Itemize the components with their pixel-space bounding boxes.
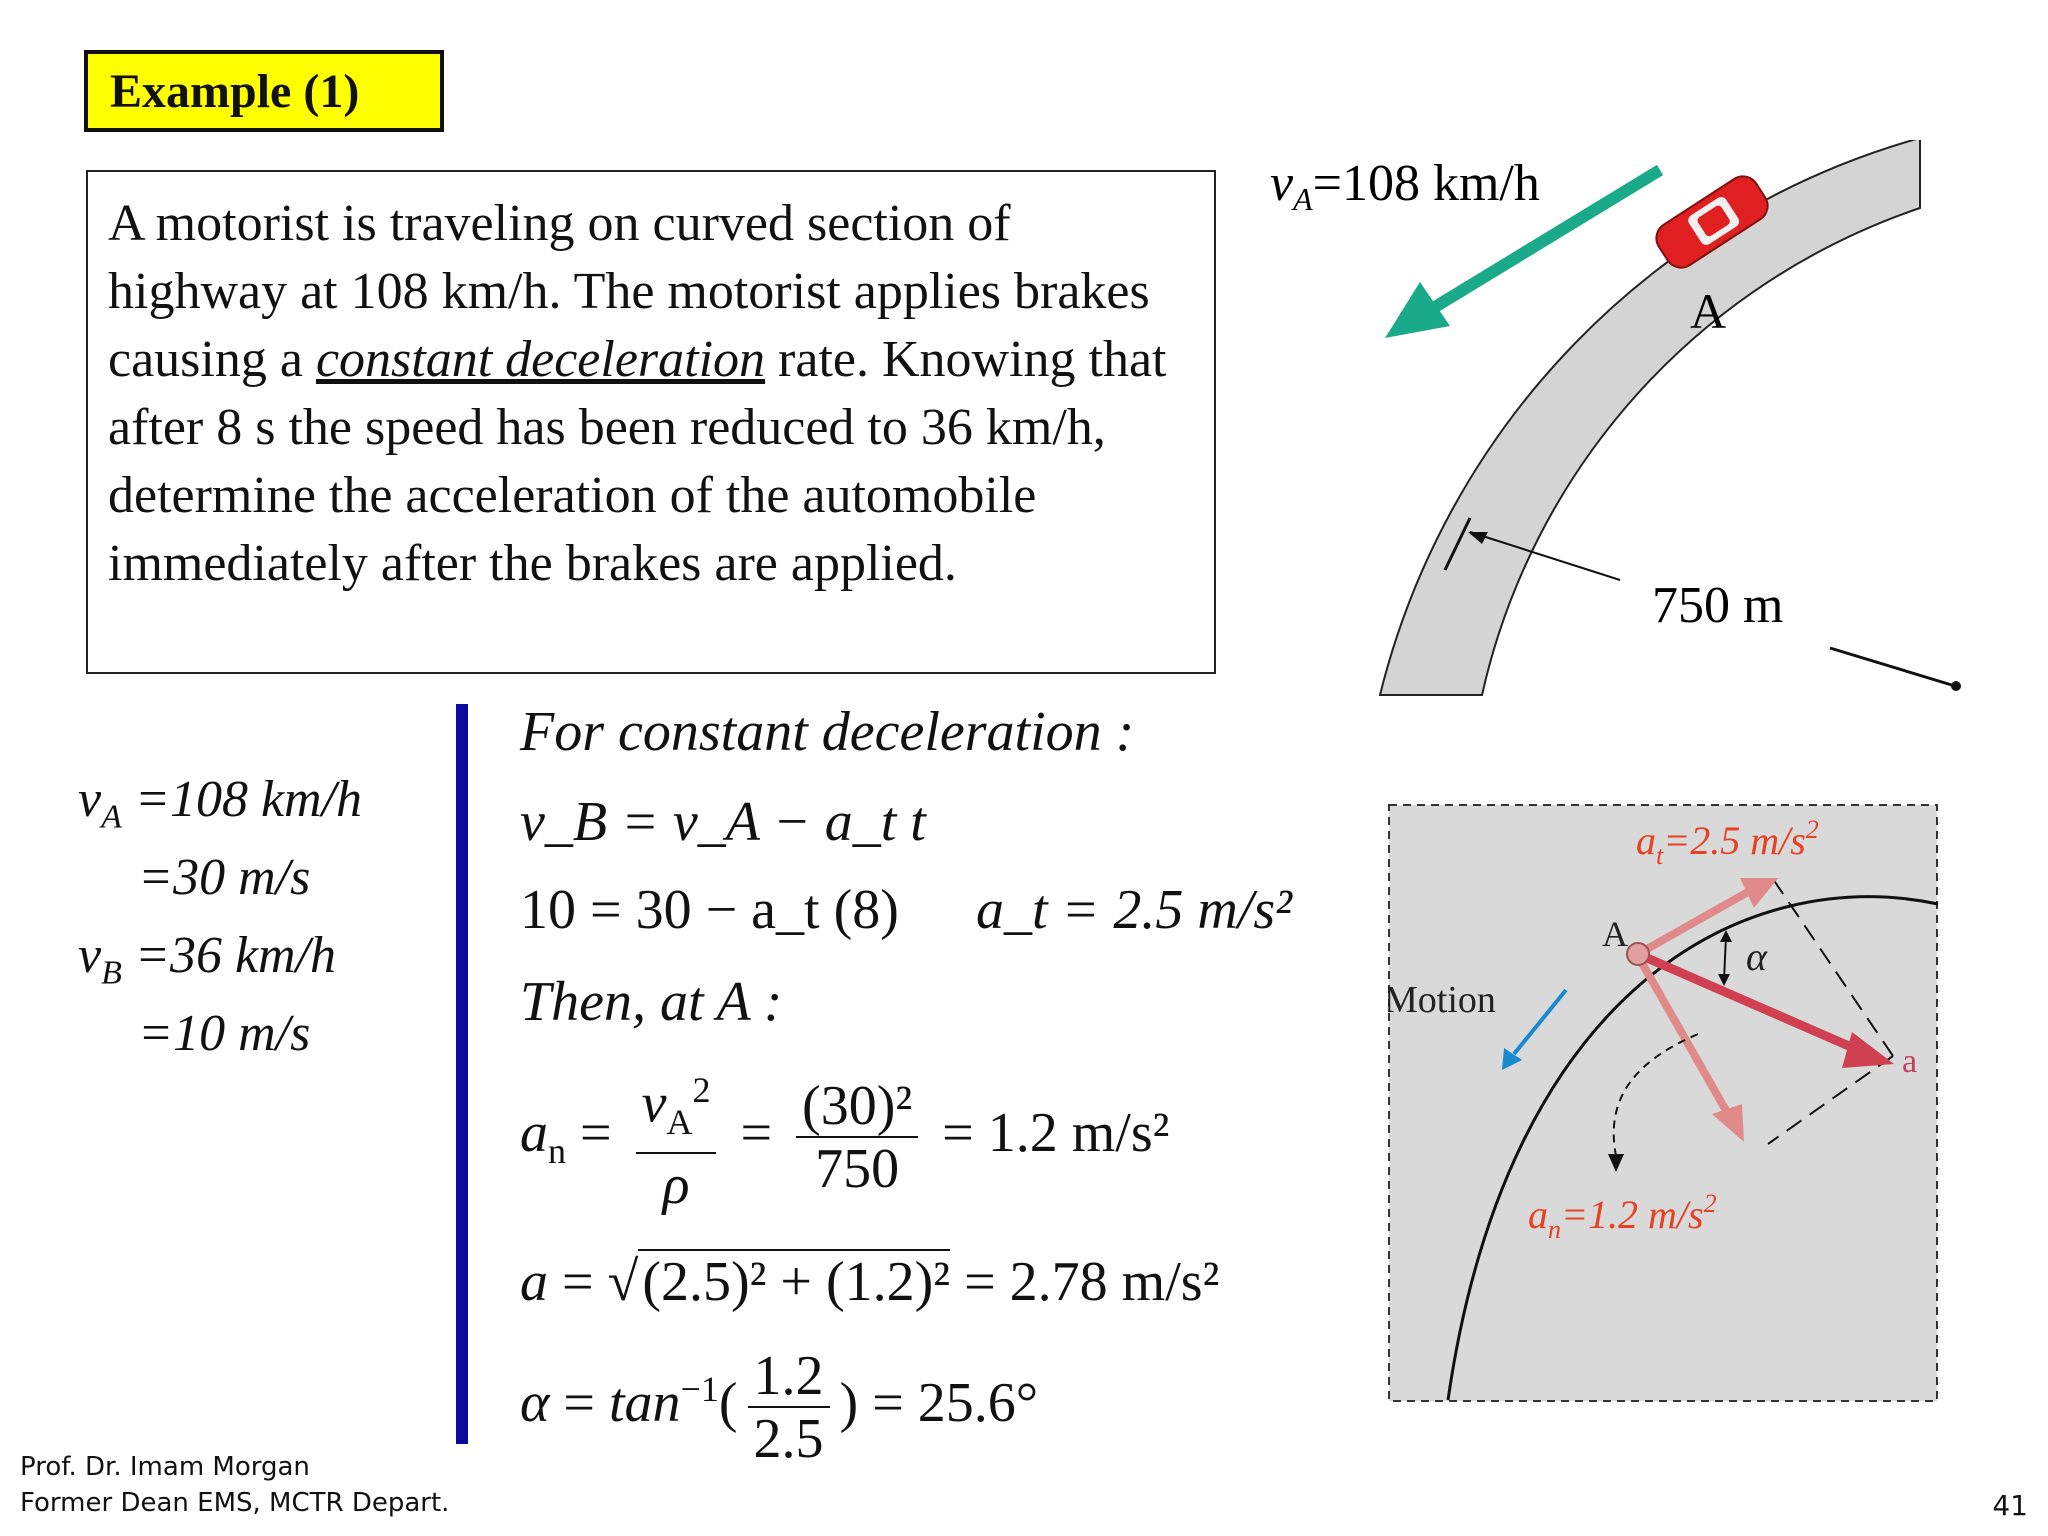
velocity-arrowhead <box>1385 282 1450 338</box>
radius-arrowhead <box>1468 532 1488 544</box>
road <box>1378 140 1921 696</box>
resultant-label: a <box>1902 1043 1917 1080</box>
particle-a <box>1626 942 1650 966</box>
rotation-arrow <box>1612 1033 1699 1157</box>
radius-tick <box>1443 517 1472 571</box>
point-a-label: A <box>1690 283 1726 339</box>
va-kmh-row: vA =108 km/h <box>78 771 363 836</box>
alpha-marker-top <box>1720 930 1732 942</box>
motion-arrowhead <box>1502 1048 1522 1070</box>
solution-line-1: For constant deceleration : <box>520 701 1135 763</box>
example-title: Example (1) <box>84 50 444 132</box>
velocity-label: vA=108 km/h <box>1270 155 1540 217</box>
acceleration-diagram: A α Motion a at=2.5 m/s2 an=1.2 m/s2 <box>1388 804 1939 1402</box>
path-arc <box>1446 895 1939 1401</box>
center-point <box>1951 681 1961 691</box>
footer-position: Former Dean EMS, MCTR Depart. <box>20 1488 450 1518</box>
motion-label: Motion <box>1388 979 1496 1021</box>
page-number: 41 <box>1992 1489 2028 1522</box>
alpha-marker <box>1723 935 1727 981</box>
normal-accel-arrow <box>1634 954 1732 1116</box>
total-acceleration-equation: a = √(2.5)² + (1.2)² = 2.78 m/s² <box>520 1249 1220 1313</box>
rotation-arrowhead <box>1608 1154 1624 1172</box>
problem-statement: A motorist is traveling on curved sectio… <box>86 170 1216 674</box>
car-icon <box>1655 175 1769 269</box>
alpha-marker-bottom <box>1718 974 1730 986</box>
resultant-accel-arrow <box>1636 949 1860 1055</box>
alpha-label: α <box>1746 934 1768 979</box>
velocity-arrow-line <box>1426 164 1664 316</box>
solution-line-4: Then, at A : <box>520 971 783 1033</box>
radius-label: 750 m <box>1652 577 1783 634</box>
problem-text-end: rate. Knowing that after 8 s the speed h… <box>108 331 1167 592</box>
normal-arrowhead <box>1712 1104 1744 1142</box>
construction-line-2 <box>1767 1055 1894 1145</box>
vb-kmh-row: vB =36 km/h <box>78 927 337 992</box>
diagram-point-label: A <box>1602 914 1628 954</box>
radius-arrow-line <box>1469 531 1621 581</box>
problem-emphasis: constant deceleration <box>315 331 766 388</box>
vb-ms-row: =10 m/s <box>138 1005 311 1062</box>
resultant-arrowhead <box>1842 1032 1894 1068</box>
construction-line-1 <box>1772 878 1894 1057</box>
radius-center-line <box>1829 646 1956 688</box>
solution-line-2: v_B = v_A − a_t t <box>520 791 926 853</box>
tangential-accel-arrow <box>1636 888 1750 958</box>
solution-line-3: 10 = 30 − a_t (8) <box>520 879 899 941</box>
at-result: a_t = 2.5 m/s² <box>976 879 1292 941</box>
diagram-background <box>1388 804 1938 1402</box>
va-ms-row: =30 m/s <box>138 849 311 906</box>
problem-text-start: A motorist is traveling on curved sectio… <box>108 195 1150 388</box>
solution-divider <box>456 704 468 1444</box>
tangential-arrowhead <box>1740 878 1778 908</box>
footer-author: Prof. Dr. Imam Morgan <box>20 1452 310 1482</box>
road-figure: 750 m A vA=108 km/h <box>1270 140 1961 696</box>
motion-arrow <box>1512 988 1568 1056</box>
tangential-label: at=2.5 m/s2 <box>1636 815 1819 870</box>
normal-label: an=1.2 m/s2 <box>1528 1189 1717 1244</box>
